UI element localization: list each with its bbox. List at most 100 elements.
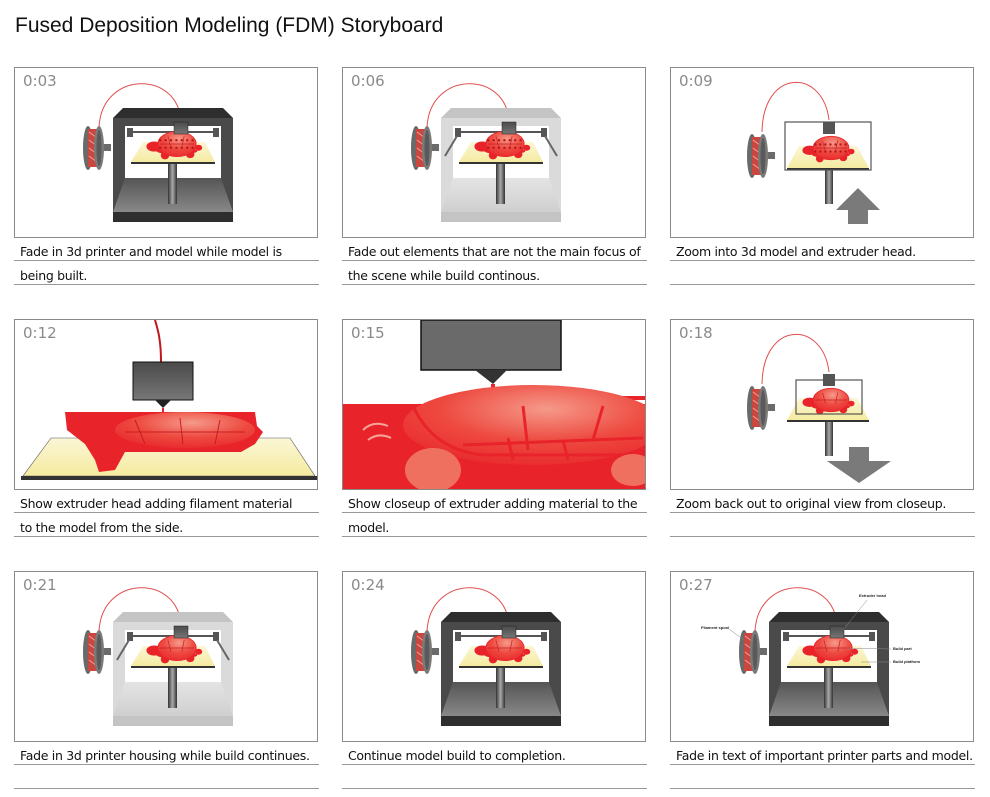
z-axis-rod [168,164,177,204]
scene-illustration [83,587,233,726]
filament-line [426,83,510,129]
filament-spool [83,630,111,674]
caption-rule [342,536,647,537]
panel-timestamp: 0:24 [351,576,385,594]
panel-timestamp: 0:15 [351,324,385,342]
turtle-model [802,387,855,415]
filament-spool [747,386,775,430]
panel-frame: 0:27 Filament spool Extruder head [670,571,974,742]
scene-illustration [411,587,561,726]
filament-line [761,334,830,385]
z-axis-rod [168,668,177,708]
extruder-head [173,121,189,135]
caption-rule [14,788,319,789]
caption-rule [670,284,975,285]
caption-line-1: Fade in 3d printer housing while build c… [20,748,310,763]
filament-spool [739,630,767,674]
caption-rule [14,764,319,765]
caption-rule [342,788,647,789]
z-axis-rod [824,668,833,708]
caption-rule [342,764,647,765]
caption-rule [670,764,975,765]
extruder-head [501,121,517,135]
caption-line-1: Zoom back out to original view from clos… [676,496,946,511]
caption-rule [670,536,975,537]
panel-timestamp: 0:03 [23,72,57,90]
extruder-head [823,122,835,134]
panel-frame: 0:06 [342,67,646,238]
panel-frame: 0:09 [670,67,974,238]
extruder-head [420,320,562,384]
caption-rule [14,536,319,537]
page-title: Fused Deposition Modeling (FDM) Storyboa… [15,14,444,37]
part-labels: Filament spool Extruder head Build part … [701,593,921,664]
panel-timestamp: 0:18 [679,324,713,342]
caption-line-2: model. [348,520,390,535]
zoom-frame [795,379,863,415]
z-axis-rod [496,164,505,204]
caption-line-2: to the model from the side. [20,520,183,535]
turtle-model [146,131,203,160]
filament-spool [83,126,111,170]
scene-illustration [411,83,561,222]
filament-line [98,587,182,633]
z-axis-rod [825,420,833,456]
caption-line-1: Zoom into 3d model and extruder head. [676,244,916,259]
scene-illustration [747,82,880,224]
turtle-model [802,635,859,664]
filament-line [761,82,830,133]
caption-rule [670,260,975,261]
scene-illustration [343,320,645,489]
panel-timestamp: 0:06 [351,72,385,90]
turtle-model [802,135,855,163]
panel-timestamp: 0:09 [679,72,713,90]
zoom-frame [784,121,872,171]
label-build-part: Build part [893,646,912,651]
z-axis-rod [496,668,505,708]
printer-housing [441,108,561,222]
panel-timestamp: 0:27 [679,576,713,594]
scene-illustration: Filament spool Extruder head Build part … [701,587,921,726]
caption-line-1: Fade out elements that are not the main … [348,244,641,259]
caption-line-1: Show closeup of extruder adding material… [348,496,638,511]
label-filament-spool: Filament spool [701,625,729,630]
caption-line-1: Continue model build to completion. [348,748,566,763]
caption-rule [670,512,975,513]
caption-line-1: Show extruder head adding filament mater… [20,496,293,511]
caption-line-1: Fade in text of important printer parts … [676,748,973,763]
panel-frame: 0:12 [14,319,318,490]
filament-spool [411,126,439,170]
panel-timestamp: 0:21 [23,576,57,594]
panel-frame: 0:15 [342,319,646,490]
turtle-model-side [65,406,263,472]
extruder-head [173,625,189,639]
caption-rule [342,512,647,513]
turtle-model [146,635,203,664]
caption-line-1: Fade in 3d printer and model while model… [20,244,282,259]
panel-timestamp: 0:12 [23,324,57,342]
label-extruder-head: Extruder head [859,593,886,598]
filament-line [98,83,182,129]
caption-rule [670,788,975,789]
extruder-head [501,625,517,639]
arrow-down-icon [827,447,891,483]
caption-line-2: the scene while build continous. [348,268,540,283]
panel-frame: 0:18 [670,319,974,490]
caption-rule [342,284,647,285]
scene-illustration [21,320,317,480]
turtle-model [474,635,531,664]
caption-rule [14,284,319,285]
caption-rule [342,260,647,261]
caption-rule [14,512,319,513]
label-build-platform: Build platform [893,659,921,664]
extruder-head [829,625,845,639]
caption-rule [14,260,319,261]
arrow-up-icon [836,188,880,224]
scene-illustration [83,83,233,222]
panel-frame: 0:24 [342,571,646,742]
filament-spool [411,630,439,674]
panel-frame: 0:03 [14,67,318,238]
turtle-model-closeup [343,385,645,489]
panel-frame: 0:21 [14,571,318,742]
extruder-head [132,361,194,412]
